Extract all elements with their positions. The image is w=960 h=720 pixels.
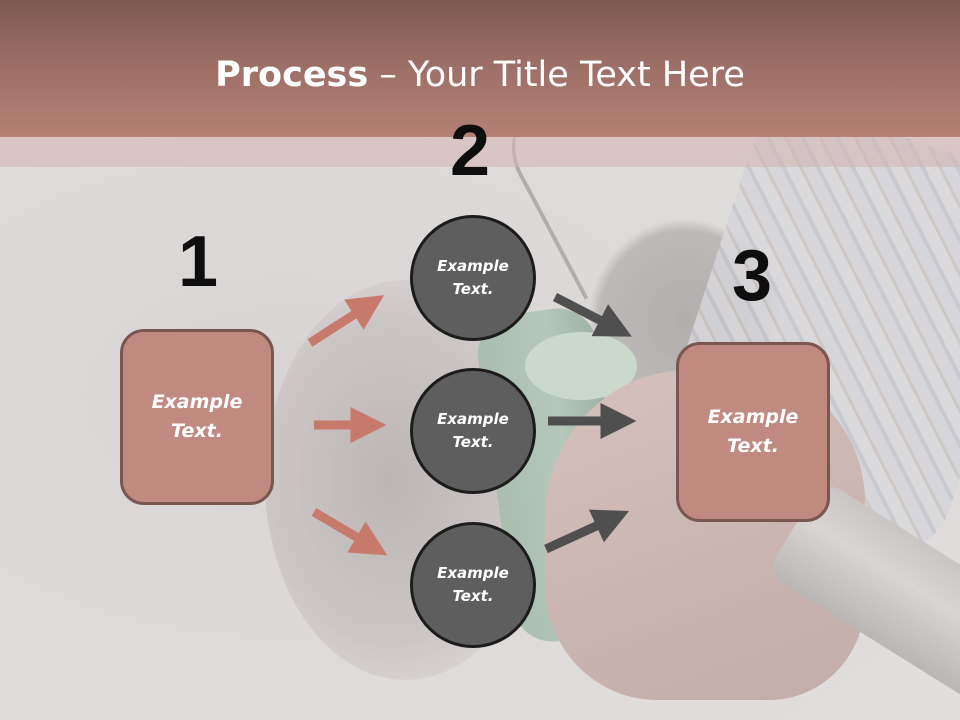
left-box-line1: Example (151, 391, 243, 413)
right-box[interactable]: Example Text. (676, 342, 830, 522)
header-strip (0, 137, 960, 167)
circle-bottom-line2: Text. (452, 587, 494, 605)
left-box-line2: Text. (171, 420, 223, 442)
circle-bottom-line1: Example (437, 564, 509, 582)
step-number-3: 3 (732, 236, 773, 316)
arrow-right-top (552, 293, 632, 337)
arrow-left-top (307, 295, 385, 347)
circle-top-line1: Example (437, 257, 509, 275)
circle-bottom[interactable]: Example Text. (410, 522, 536, 648)
circle-middle-line2: Text. (452, 433, 494, 451)
circle-middle-line1: Example (437, 410, 509, 428)
title-bold: Process (215, 55, 369, 95)
slide-title[interactable]: Process – Your Title Text Here (0, 52, 960, 98)
arrow-right-bottom (544, 509, 630, 554)
right-box-line1: Example (707, 406, 799, 428)
title-rest: – Your Title Text Here (368, 55, 745, 95)
circle-middle[interactable]: Example Text. (410, 368, 536, 494)
step-number-2: 2 (450, 111, 491, 191)
step-number-1: 1 (178, 222, 219, 302)
right-box-line2: Text. (727, 435, 779, 457)
circle-top-line2: Text. (452, 280, 494, 298)
circle-top[interactable]: Example Text. (410, 215, 536, 341)
arrow-left-bottom (311, 508, 388, 556)
left-box[interactable]: Example Text. (120, 329, 274, 505)
header-band (0, 0, 960, 137)
